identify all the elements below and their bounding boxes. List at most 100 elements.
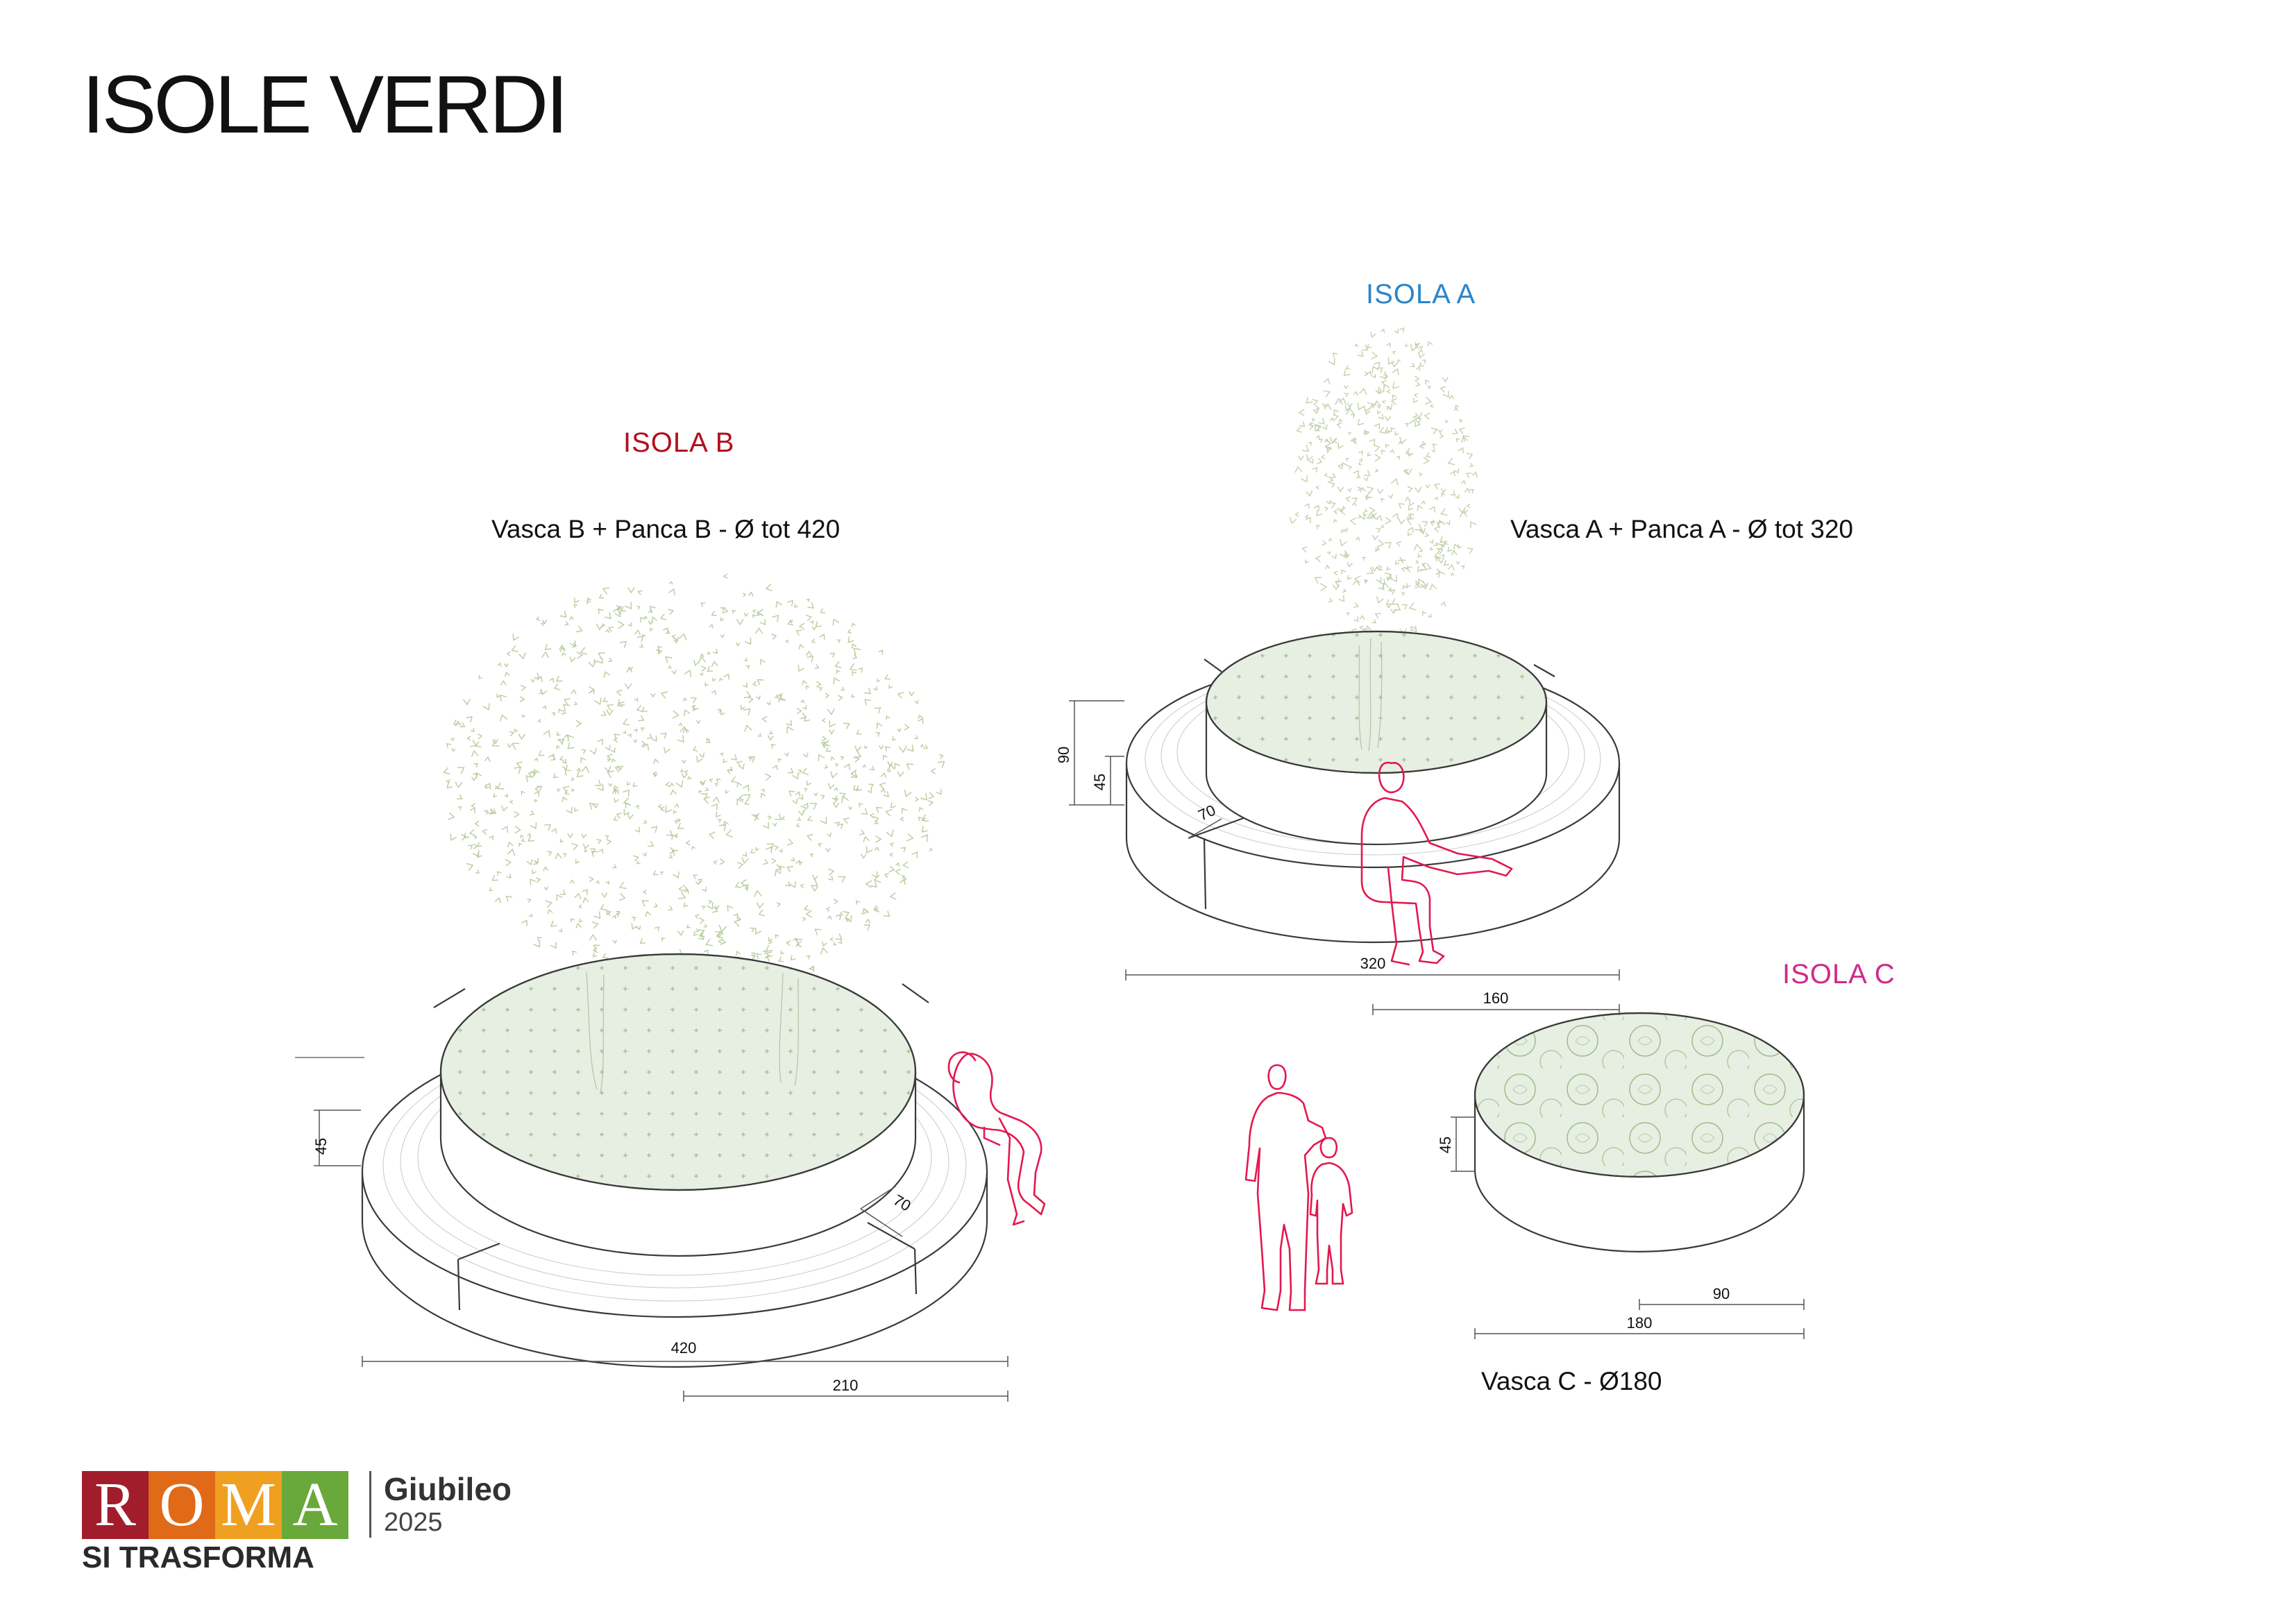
- leaf-mark: [883, 910, 890, 917]
- leaf-mark: [734, 919, 741, 927]
- isola-a-label: ISOLA A: [1366, 279, 1476, 309]
- leaf-mark: [471, 750, 479, 757]
- leaf-mark: [1338, 397, 1347, 405]
- leaf-mark: [773, 822, 777, 827]
- leaf-mark: [1366, 371, 1372, 376]
- leaf-mark: [1464, 487, 1471, 493]
- leaf-mark: [1371, 366, 1379, 373]
- leaf-mark: [516, 761, 523, 768]
- leaf-mark: [770, 634, 777, 640]
- leaf-mark: [582, 889, 589, 896]
- leaf-mark: [813, 792, 818, 797]
- leaf-mark: [1429, 584, 1437, 590]
- leaf-mark: [880, 788, 886, 794]
- leaf-mark: [854, 756, 860, 763]
- leaf-mark: [843, 722, 850, 729]
- leaf-mark: [1455, 438, 1460, 443]
- leaf-mark: [713, 860, 718, 865]
- leaf-mark: [704, 682, 709, 687]
- leaf-mark: [864, 699, 871, 706]
- leaf-mark: [1440, 601, 1446, 607]
- leaf-mark: [530, 822, 537, 830]
- leaf-mark: [672, 871, 680, 879]
- leaf-mark: [850, 771, 858, 779]
- foliage-isola-b: [443, 573, 945, 992]
- leaf-mark: [1304, 503, 1310, 509]
- leaf-mark: [744, 799, 750, 805]
- leaf-mark: [772, 764, 778, 770]
- leaf-mark: [818, 754, 825, 761]
- leaf-mark: [1447, 546, 1453, 552]
- leaf-mark: [605, 745, 611, 751]
- leaf-mark: [1412, 415, 1417, 420]
- leaf-mark: [835, 933, 843, 940]
- leaf-mark: [555, 852, 562, 860]
- leaf-mark: [698, 790, 702, 794]
- leaf-mark: [1466, 503, 1471, 509]
- leaf-mark: [614, 765, 622, 773]
- leaf-mark: [900, 816, 904, 822]
- leaf-mark: [1383, 383, 1390, 391]
- leaf-mark: [613, 737, 618, 742]
- leaf-mark: [673, 639, 679, 644]
- leaf-mark: [559, 647, 566, 652]
- leaf-mark: [1371, 619, 1377, 624]
- dim-b-seat-height: 45: [312, 1138, 330, 1155]
- leaf-mark: [1451, 428, 1458, 434]
- leaf-mark: [1385, 403, 1393, 411]
- leaf-mark: [1312, 466, 1317, 473]
- leaf-mark: [1308, 441, 1312, 446]
- leaf-mark: [1324, 473, 1328, 477]
- leaf-mark: [545, 900, 552, 908]
- leaf-mark: [1386, 342, 1392, 348]
- leaf-mark: [802, 752, 809, 758]
- leaf-mark: [586, 597, 592, 602]
- leaf-mark: [600, 711, 607, 716]
- leaf-mark: [648, 620, 654, 625]
- leaf-mark: [1469, 462, 1474, 468]
- dimension-lines: [314, 700, 1805, 1402]
- roma-si-trasforma-logo: R O M A SI TRASFORMA: [82, 1471, 348, 1575]
- leaf-mark: [786, 726, 794, 734]
- leaf-mark: [575, 859, 580, 865]
- leaf-mark: [716, 778, 721, 783]
- leaf-mark: [1386, 576, 1392, 581]
- leaf-mark: [870, 881, 877, 888]
- leaf-mark: [868, 783, 875, 789]
- leaf-mark: [475, 869, 480, 874]
- leaf-mark: [1421, 359, 1427, 364]
- leaf-mark: [1394, 431, 1399, 436]
- leaf-mark: [816, 681, 822, 688]
- leaf-mark: [895, 868, 902, 876]
- leaf-mark: [1369, 507, 1376, 514]
- leaf-mark: [755, 927, 762, 935]
- leaf-mark: [1306, 396, 1313, 404]
- leaf-mark: [639, 938, 645, 944]
- leaf-mark: [571, 950, 577, 956]
- leaf-mark: [1363, 429, 1369, 435]
- leaf-mark: [1394, 328, 1399, 334]
- leaf-mark: [1458, 447, 1464, 454]
- leaf-mark: [482, 703, 490, 711]
- leaf-mark: [1458, 427, 1465, 434]
- leaf-mark: [1392, 513, 1399, 520]
- isola-c-label: ISOLA C: [1782, 959, 1896, 989]
- leaf-mark: [723, 758, 727, 763]
- leaf-mark: [530, 679, 535, 683]
- leaf-mark: [602, 953, 608, 959]
- leaf-mark: [770, 743, 776, 749]
- leaf-mark: [1421, 562, 1426, 568]
- leaf-mark: [766, 846, 772, 853]
- leaf-mark: [504, 663, 509, 668]
- leaf-mark: [1449, 394, 1455, 400]
- leaf-mark: [1359, 625, 1364, 631]
- leaf-mark: [635, 804, 639, 809]
- leaf-mark: [1358, 461, 1362, 466]
- leaf-mark: [569, 656, 576, 663]
- leaf-mark: [1447, 564, 1455, 571]
- leaf-mark: [873, 905, 879, 911]
- leaf-mark: [749, 757, 753, 761]
- leaf-mark: [637, 590, 643, 595]
- leaf-mark: [1461, 479, 1467, 485]
- leaf-mark: [1364, 624, 1372, 632]
